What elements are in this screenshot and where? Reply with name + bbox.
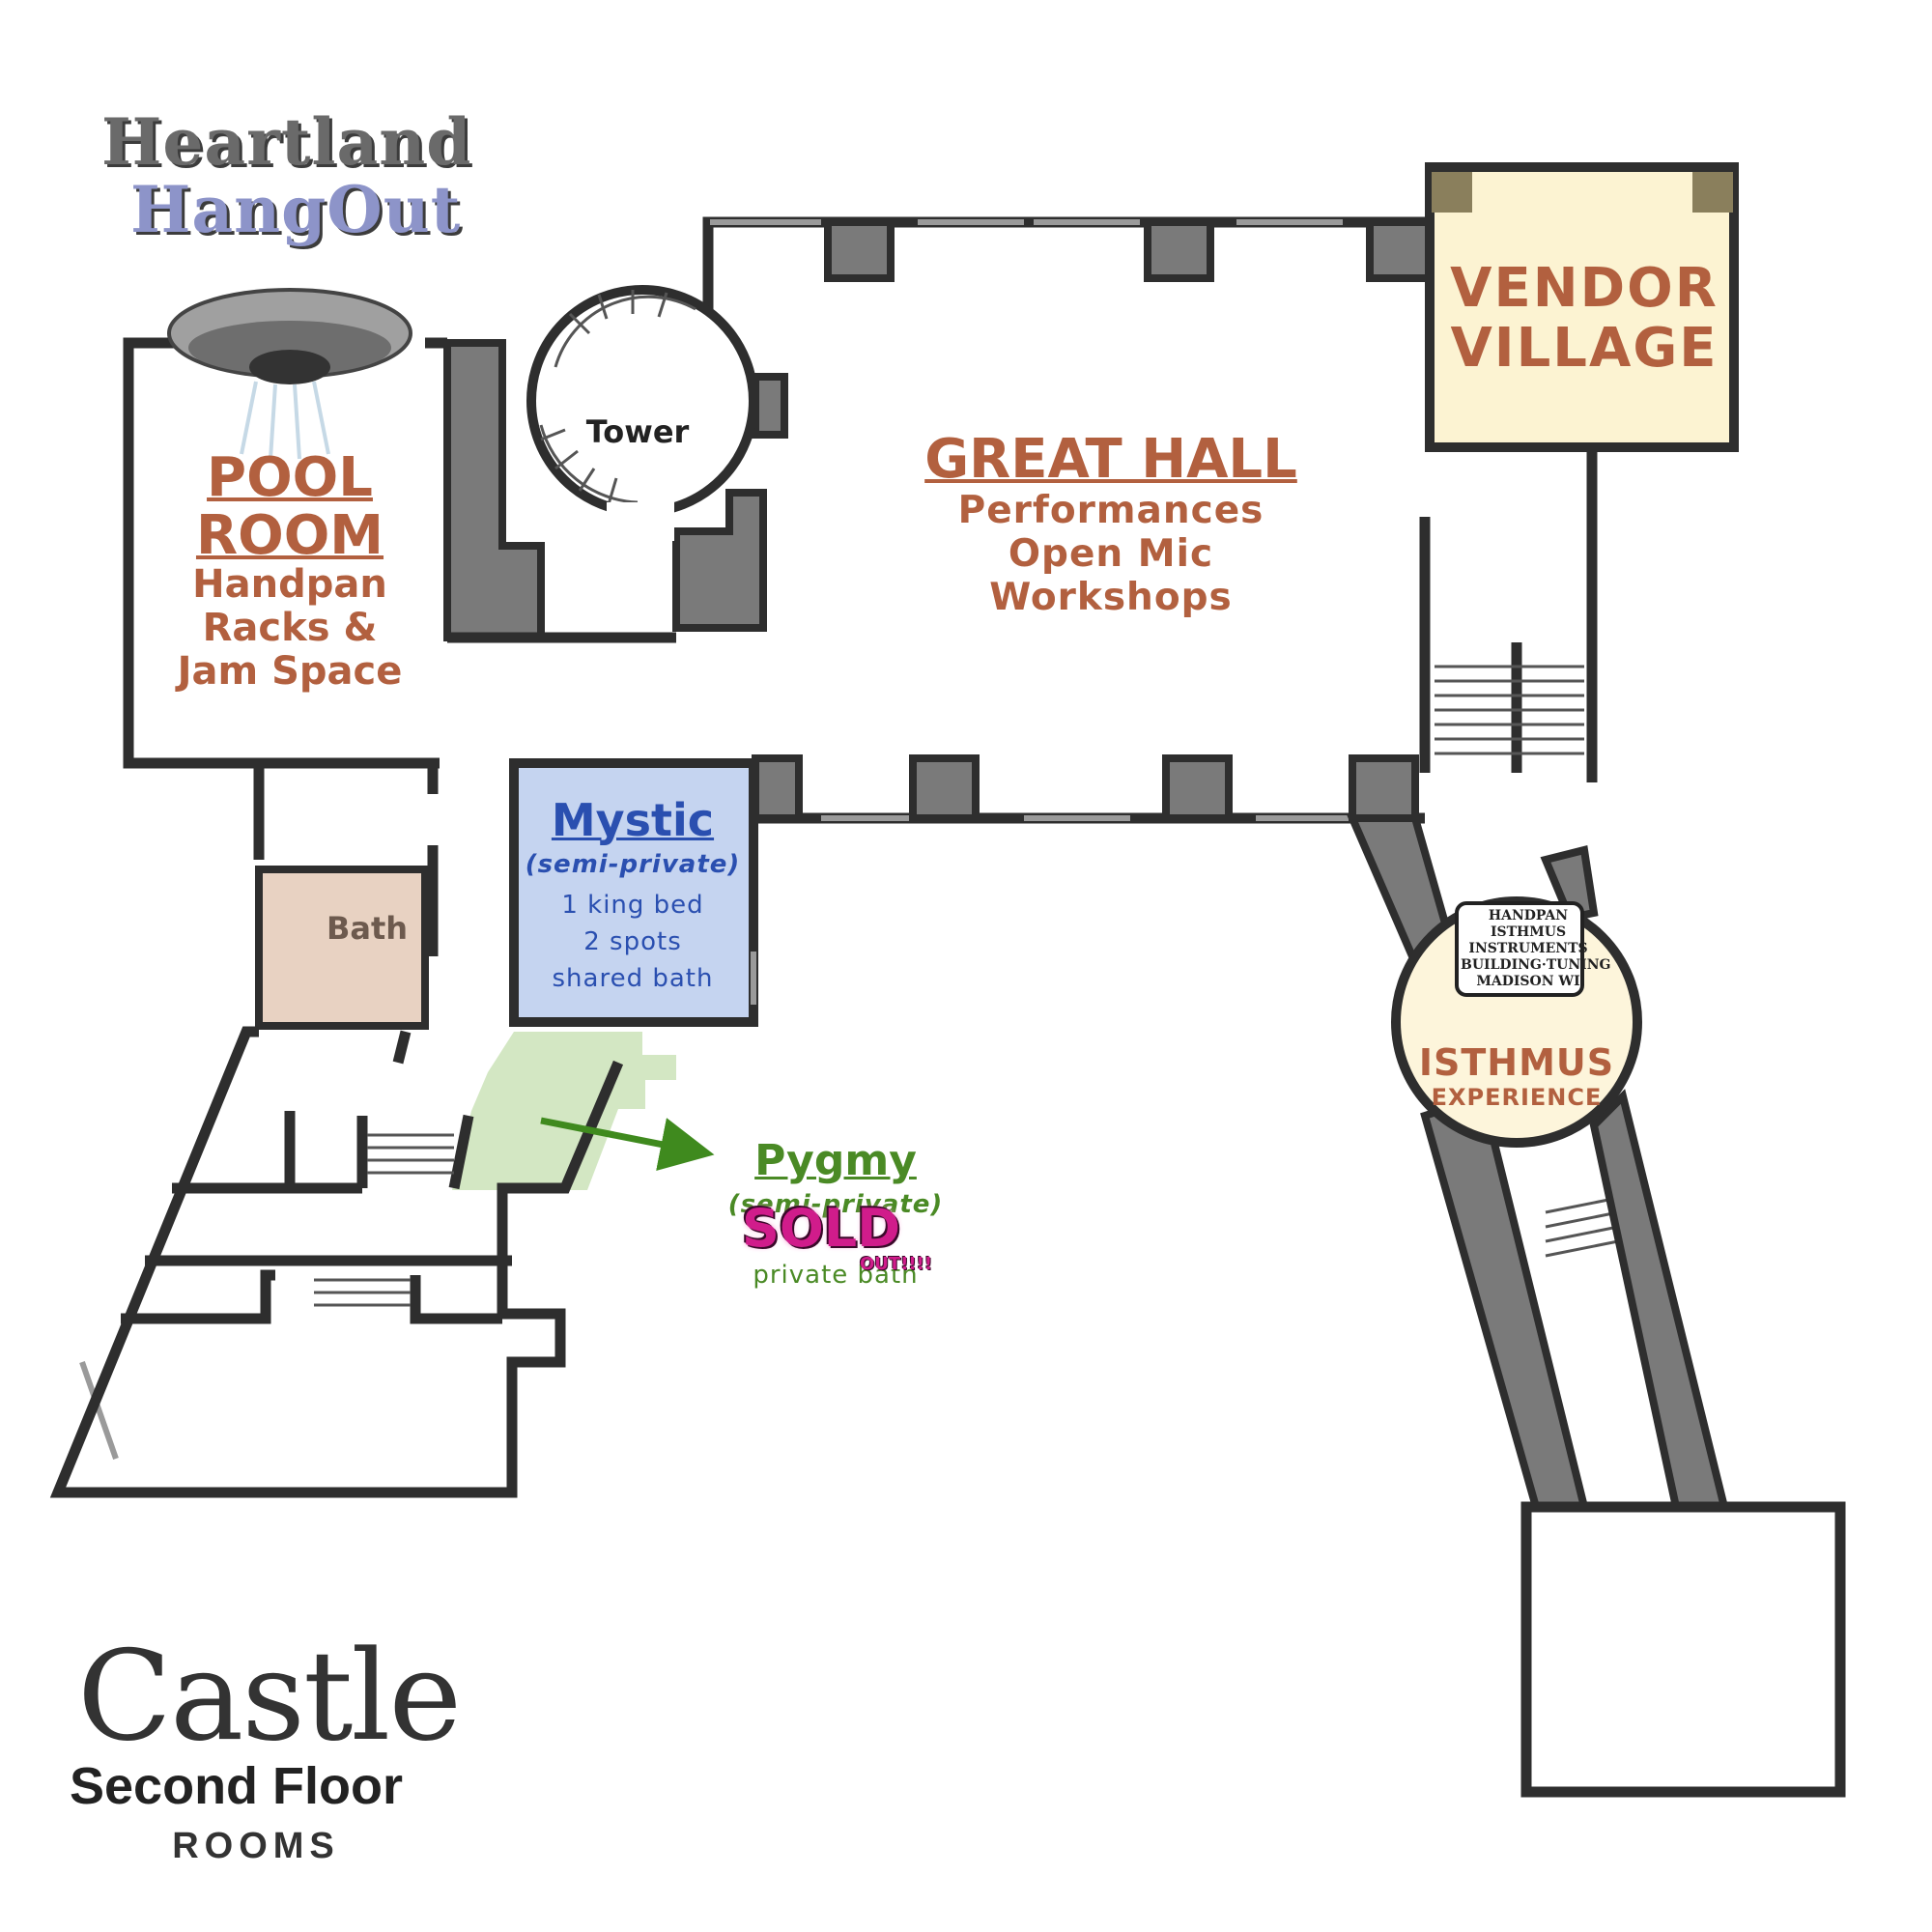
great-hall-title-text: GREAT HALL: [924, 428, 1297, 491]
isthmus-title: ISTHMUS: [1418, 1041, 1615, 1084]
pool-room-subtitle: Handpan Racks & Jam Space: [135, 563, 444, 694]
vendor-line-1: VENDOR: [1450, 257, 1719, 320]
logo-line-4: BUILDING·TUNING: [1461, 957, 1611, 973]
flying-saucer-icon: [167, 288, 412, 460]
logo-line-1: HANDPAN: [1488, 908, 1569, 923]
rooms-title: ROOMS: [172, 1826, 340, 1866]
pool-sub-line-3: Jam Space: [177, 649, 403, 694]
mystic-line-2: 2 spots: [583, 927, 682, 956]
pygmy-title-text: Pygmy: [754, 1136, 917, 1185]
pygmy-arrow: [540, 1117, 715, 1172]
brand-line-1: Heartland: [101, 104, 472, 180]
mystic-title-text: Mystic: [551, 794, 715, 846]
castle-title: Castle: [77, 1625, 462, 1769]
pygmy-title: Pygmy: [729, 1136, 942, 1185]
great-hall-line-1: Performances: [957, 489, 1264, 532]
pool-title-line-1: POOL: [207, 446, 373, 509]
pool-sub-line-2: Racks &: [202, 606, 378, 650]
south-room: [1520, 1501, 1846, 1798]
great-hall-activities: Performances Open Mic Workshops: [908, 489, 1314, 619]
pool-room-walls: [123, 337, 676, 956]
sold-out-badge: OUT!!!!: [860, 1254, 933, 1274]
mystic-line-3: shared bath: [552, 964, 714, 993]
vendor-village-title: VENDOR VILLAGE: [1430, 259, 1739, 379]
tower-walls: [443, 339, 788, 641]
handpan-logo: [1455, 901, 1584, 997]
vendor-line-2: VILLAGE: [1450, 317, 1719, 380]
mystic-note: (semi-private): [525, 850, 741, 879]
tower: [526, 285, 758, 541]
pygmy-bath: private bath: [753, 1261, 919, 1290]
mystic-room[interactable]: [509, 758, 758, 1027]
mystic-details: 1 king bed 2 spots shared bath: [512, 887, 753, 997]
tower-label: Tower: [585, 413, 690, 450]
brand-line-2: HangOut: [130, 172, 462, 247]
mystic-line-1: 1 king bed: [561, 891, 704, 920]
great-hall-line-2: Open Mic: [1008, 532, 1214, 576]
pygmy-note: (semi-private): [727, 1190, 944, 1219]
pool-sub-line-1: Handpan: [192, 562, 387, 607]
handpan-logo-text: HANDPAN ISTHMUS INSTRUMENTS BUILDING·TUN…: [1461, 908, 1611, 990]
pool-room-title: POOL ROOM: [135, 449, 444, 565]
bath-room[interactable]: [255, 866, 429, 1030]
great-hall-line-3: Workshops: [989, 576, 1233, 619]
vendor-village-room[interactable]: [1425, 162, 1739, 452]
logo-line-3: INSTRUMENTS: [1468, 941, 1588, 956]
isthmus-badge[interactable]: [1391, 896, 1642, 1148]
stairs-lower-left: [314, 1133, 454, 1307]
logo-line-5: MADISON WI: [1476, 974, 1580, 989]
pool-title-line-2: ROOM: [195, 504, 384, 567]
great-hall-title: GREAT HALL: [908, 431, 1314, 489]
floor-title: Second Floor: [70, 1757, 404, 1815]
sold-badge: SOLD: [741, 1198, 901, 1259]
lower-left-wing-walls: [49, 1026, 624, 1498]
logo-line-2: ISTHMUS: [1490, 924, 1567, 940]
pygmy-room[interactable]: [452, 1032, 676, 1190]
mystic-title: Mystic: [512, 794, 753, 846]
bath-label: Bath: [326, 910, 409, 947]
right-corridor-walls: [1511, 447, 1598, 782]
isthmus-subtitle: EXPERIENCE: [1431, 1084, 1603, 1111]
